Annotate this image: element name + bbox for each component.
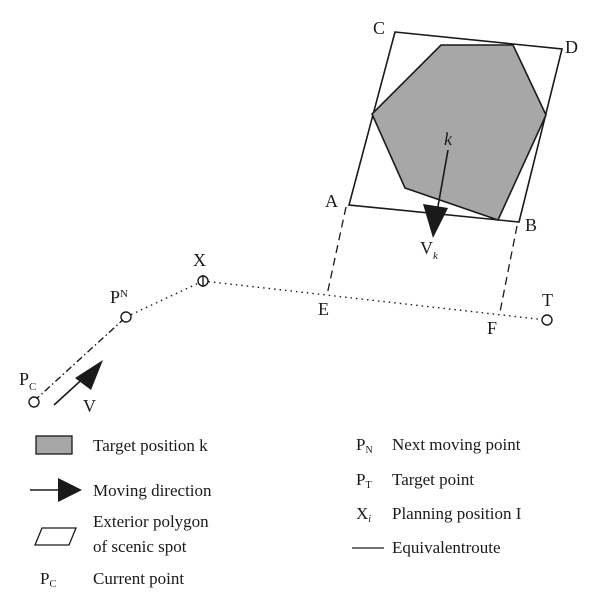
route-pn-to-x xyxy=(125,280,204,318)
point-pn-marker xyxy=(120,311,132,323)
projection-line-b-f xyxy=(499,225,518,313)
label-c: C xyxy=(373,18,385,38)
point-t-marker xyxy=(541,314,553,326)
label-b: B xyxy=(525,215,537,235)
planned-route-dotted xyxy=(202,280,547,321)
legend-target-swatch xyxy=(35,435,73,455)
legend: Target position k Moving direction Exter… xyxy=(30,435,522,590)
legend-pt-symbol: PT xyxy=(356,470,372,491)
legend-pc-symbol: PC xyxy=(40,569,56,590)
legend-current-point: Current point xyxy=(93,569,184,588)
label-e: E xyxy=(318,299,329,319)
label-d: D xyxy=(565,37,578,57)
label-f: F xyxy=(487,318,497,338)
target-velocity-arrowhead xyxy=(423,204,448,238)
legend-planning-position: Planning position I xyxy=(392,504,522,523)
target-velocity-arrow-shaft xyxy=(436,149,449,213)
legend-polygon-swatch xyxy=(34,527,77,546)
legend-target-point: Target point xyxy=(392,470,474,489)
label-vk: Vk xyxy=(420,238,439,262)
exterior-polygon xyxy=(347,31,563,223)
legend-exterior-polygon-line2: of scenic spot xyxy=(93,537,187,556)
legend-exterior-polygon-line1: Exterior polygon xyxy=(93,512,209,531)
target-position-hexagon xyxy=(371,44,547,221)
label-a: A xyxy=(325,191,338,211)
label-v: V xyxy=(83,396,96,416)
projection-line-a-e xyxy=(326,206,347,296)
legend-moving-direction: Moving direction xyxy=(93,481,212,500)
legend-xi-symbol: Xi xyxy=(356,504,371,525)
label-k: k xyxy=(444,129,453,149)
legend-pn-symbol: PN xyxy=(356,435,373,456)
legend-target-position: Target position k xyxy=(93,436,208,455)
label-x: X xyxy=(193,250,206,270)
label-pn: PN xyxy=(110,287,128,307)
legend-arrowhead xyxy=(58,478,82,502)
route-pc-to-pn xyxy=(33,316,127,402)
label-pc: PC xyxy=(19,369,36,393)
point-pc-marker xyxy=(28,396,40,408)
legend-next-moving-point: Next moving point xyxy=(392,435,521,454)
label-t: T xyxy=(542,290,553,310)
velocity-arrowhead xyxy=(75,360,103,390)
legend-equivalent-route: Equivalentroute xyxy=(392,538,501,557)
